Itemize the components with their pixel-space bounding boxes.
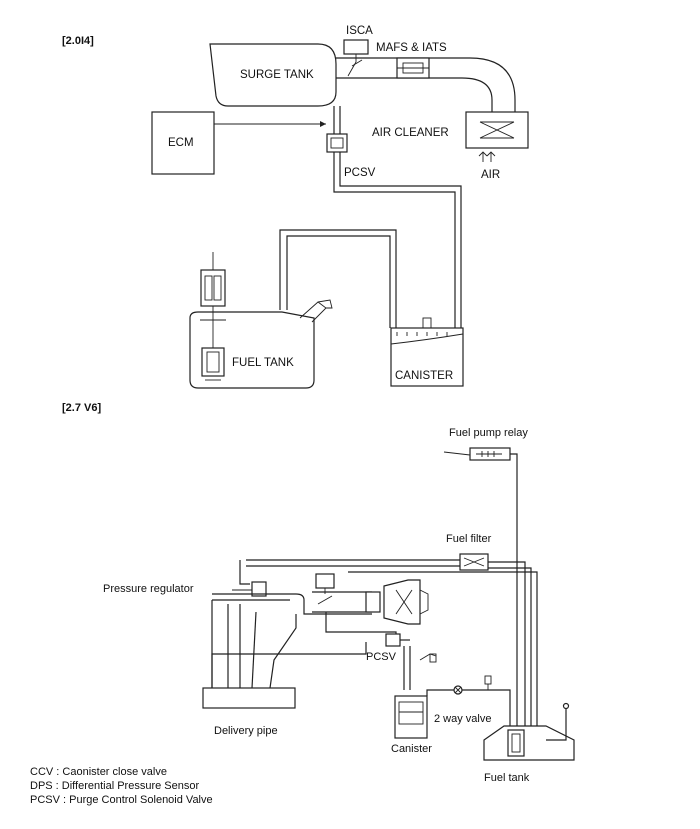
ecm-signal-arrow: [320, 121, 326, 127]
fuel-line-filter-to-tank-b: [488, 567, 532, 726]
pcsv-label-top: PCSV: [344, 167, 376, 179]
mafs-iats-label: MAFS & IATS: [376, 42, 447, 54]
fuel-tank-bottom: Fuel tank: [483, 702, 575, 784]
fuel-tank-label-top: FUEL TANK: [232, 357, 294, 369]
surge-tank-label: SURGE TANK: [240, 69, 314, 81]
canister-label-top: CANISTER: [395, 370, 453, 382]
intake-duct: [336, 57, 516, 112]
two-way-valve: 2 way valve: [426, 675, 511, 726]
fuel-line-left-stub: [239, 560, 250, 585]
vapor-line-inner: [286, 235, 391, 328]
fuel-tank-label-bottom: Fuel tank: [484, 772, 530, 784]
pressure-regulator-label: Pressure regulator: [103, 583, 194, 595]
purge-line-outer: [333, 152, 456, 328]
manifold-valve: [315, 573, 335, 605]
canister-top: CANISTER: [390, 317, 464, 387]
delivery-pipe-label: Delivery pipe: [214, 725, 278, 737]
vapor-line-outer: [279, 229, 397, 328]
section-title-2-7-v6: [2.7 V6]: [62, 402, 101, 414]
ecm-label: ECM: [168, 137, 194, 149]
air-cleaner-label: AIR CLEANER: [372, 127, 449, 139]
pcsv-valve-top: PCSV: [326, 106, 376, 179]
fuel-tank-top: FUEL TANK: [189, 252, 333, 389]
section-title-2-0i4: [2.0I4]: [62, 35, 94, 47]
pcsv-valve-bottom: PCSV: [366, 633, 411, 690]
fuel-filter: Fuel filter: [446, 533, 492, 571]
mafs-iats-sensor: MAFS & IATS: [376, 42, 447, 79]
air-cleaner: AIR CLEANER AIR: [372, 111, 529, 181]
isca-valve: ISCA: [343, 25, 373, 77]
ecm-box: ECM: [151, 111, 215, 175]
dps-sensor: [419, 653, 437, 663]
fuel-return-line: [348, 571, 538, 726]
fuel-pump-relay-label: Fuel pump relay: [449, 427, 528, 439]
fuel-pump-relay: Fuel pump relay: [443, 427, 528, 726]
fuel-filter-label: Fuel filter: [446, 533, 492, 545]
purge-line-inner: [339, 152, 462, 328]
pcsv-label-bottom: PCSV: [366, 651, 397, 663]
canister-bottom: Canister: [391, 695, 432, 755]
two-way-valve-label: 2 way valve: [434, 713, 491, 725]
canister-label-bottom: Canister: [391, 743, 432, 755]
legend-pcsv: PCSV : Purge Control Solenoid Valve: [30, 794, 213, 806]
isca-label: ISCA: [346, 25, 373, 37]
legend-ccv: CCV : Caonister close valve: [30, 766, 167, 778]
air-label: AIR: [481, 169, 500, 181]
delivery-pipe: Delivery pipe: [202, 687, 296, 737]
surge-tank: SURGE TANK: [209, 43, 337, 107]
pressure-regulator: Pressure regulator: [103, 581, 267, 597]
legend-dps: DPS : Differential Pressure Sensor: [30, 780, 199, 792]
legend: CCV : Caonister close valve DPS : Differ…: [30, 766, 213, 806]
fuel-line-filter-to-tank-a: [488, 561, 526, 726]
vacuum-line: [211, 642, 367, 688]
